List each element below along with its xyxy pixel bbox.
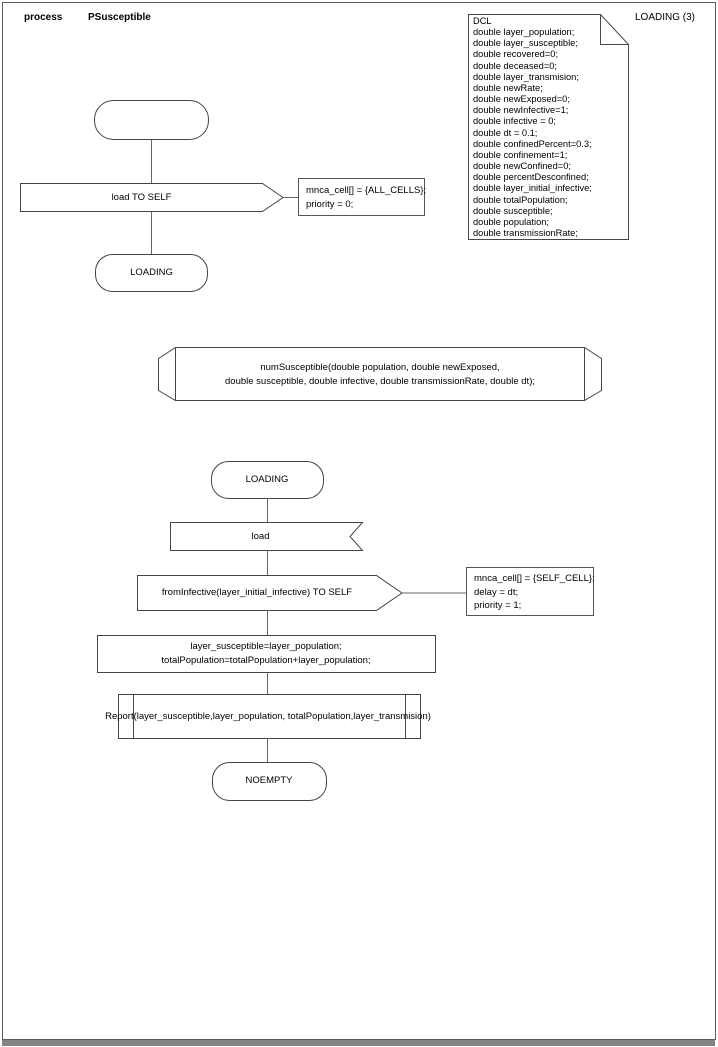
dcl-line: double layer_transmision; xyxy=(473,71,579,82)
state-symbol-loading-top[interactable] xyxy=(95,254,208,292)
page-shadow xyxy=(2,1040,715,1046)
dcl-line: double percentDesconfined; xyxy=(473,172,589,183)
procedure-declaration-line2: double susceptible, double infective, do… xyxy=(225,375,535,387)
task-line1: layer_susceptible=layer_population; xyxy=(190,641,342,652)
input-symbol-load[interactable] xyxy=(170,522,364,551)
output-frominfective-label[interactable]: fromInfective(layer_initial_infective) T… xyxy=(161,587,353,599)
procedure-call-symbol[interactable] xyxy=(118,694,421,739)
note-fold-icon xyxy=(600,14,629,45)
process-name-label: PSusceptible xyxy=(88,12,151,23)
comment-box-self-cell[interactable] xyxy=(466,567,594,616)
task-symbol-text[interactable]: layer_susceptible=layer_population; tota… xyxy=(97,635,435,673)
dcl-line: double dt = 0.1; xyxy=(473,127,538,138)
comment-line: delay = dt; xyxy=(474,586,519,598)
start-symbol[interactable] xyxy=(94,100,209,140)
dcl-line: double newConfined=0; xyxy=(473,161,571,172)
dcl-line: double layer_population; xyxy=(473,27,575,38)
comment-all-cells-text[interactable]: mnca_cell[] = {ALL_CELLS}; priority = 0; xyxy=(306,184,426,211)
dcl-line: double susceptible; xyxy=(473,205,553,216)
output-symbol-frominfective[interactable] xyxy=(137,575,403,611)
process-kind-label: process xyxy=(24,12,63,23)
dcl-line: double recovered=0; xyxy=(473,49,559,60)
dcl-line: double confinedPercent=0.3; xyxy=(473,138,592,149)
dcl-line: double newInfective=1; xyxy=(473,105,569,116)
state-loading-top-label[interactable]: LOADING xyxy=(130,266,173,278)
state-symbol-noempty[interactable] xyxy=(212,762,327,801)
dcl-line: DCL xyxy=(473,16,492,26)
input-load-label[interactable]: load xyxy=(251,530,270,542)
page-label: LOADING (3) xyxy=(635,12,696,23)
dcl-line: double infective = 0; xyxy=(473,116,556,127)
procedure-declaration-line1: numSusceptible(double population, double… xyxy=(260,361,500,373)
dcl-line: double layer_susceptible; xyxy=(473,38,578,49)
dcl-line: double deceased=0; xyxy=(473,60,558,71)
output-load-to-self-label[interactable]: load TO SELF xyxy=(111,191,172,203)
dcl-declarations[interactable]: DCL double layer_population; double laye… xyxy=(473,16,625,239)
comment-line: priority = 0; xyxy=(306,198,354,210)
dcl-note-symbol[interactable] xyxy=(468,14,629,240)
comment-line: mnca_cell[] = {SELF_CELL}; xyxy=(474,573,595,584)
dcl-line: double newExposed=0; xyxy=(473,94,570,105)
comment-box-all-cells[interactable] xyxy=(298,178,425,216)
comment-line: priority = 1; xyxy=(474,600,522,611)
state-loading-label[interactable]: LOADING xyxy=(245,473,289,485)
dcl-line: double totalPopulation; xyxy=(473,194,568,205)
dcl-line: double newRate; xyxy=(473,82,543,93)
comment-self-cell-text[interactable]: mnca_cell[] = {SELF_CELL}; delay = dt; p… xyxy=(474,572,595,613)
procedure-declaration-text[interactable]: numSusceptible(double population, double… xyxy=(175,348,585,401)
task-symbol[interactable] xyxy=(97,635,436,673)
dcl-line: double population; xyxy=(473,216,549,227)
dcl-line: double confinement=1; xyxy=(473,149,568,160)
comment-line: mnca_cell[] = {ALL_CELLS}; xyxy=(306,185,427,196)
procedure-call-label[interactable]: Report(layer_susceptible,layer_populatio… xyxy=(105,710,431,722)
task-line2: totalPopulation=totalPopulation+layer_po… xyxy=(161,655,371,666)
dcl-line: double transmissionRate; xyxy=(473,227,578,238)
state-noempty-label[interactable]: NOEMPTY xyxy=(245,775,293,787)
output-symbol-load-to-self[interactable] xyxy=(20,183,284,212)
dcl-line: double layer_initial_infective; xyxy=(473,183,592,194)
